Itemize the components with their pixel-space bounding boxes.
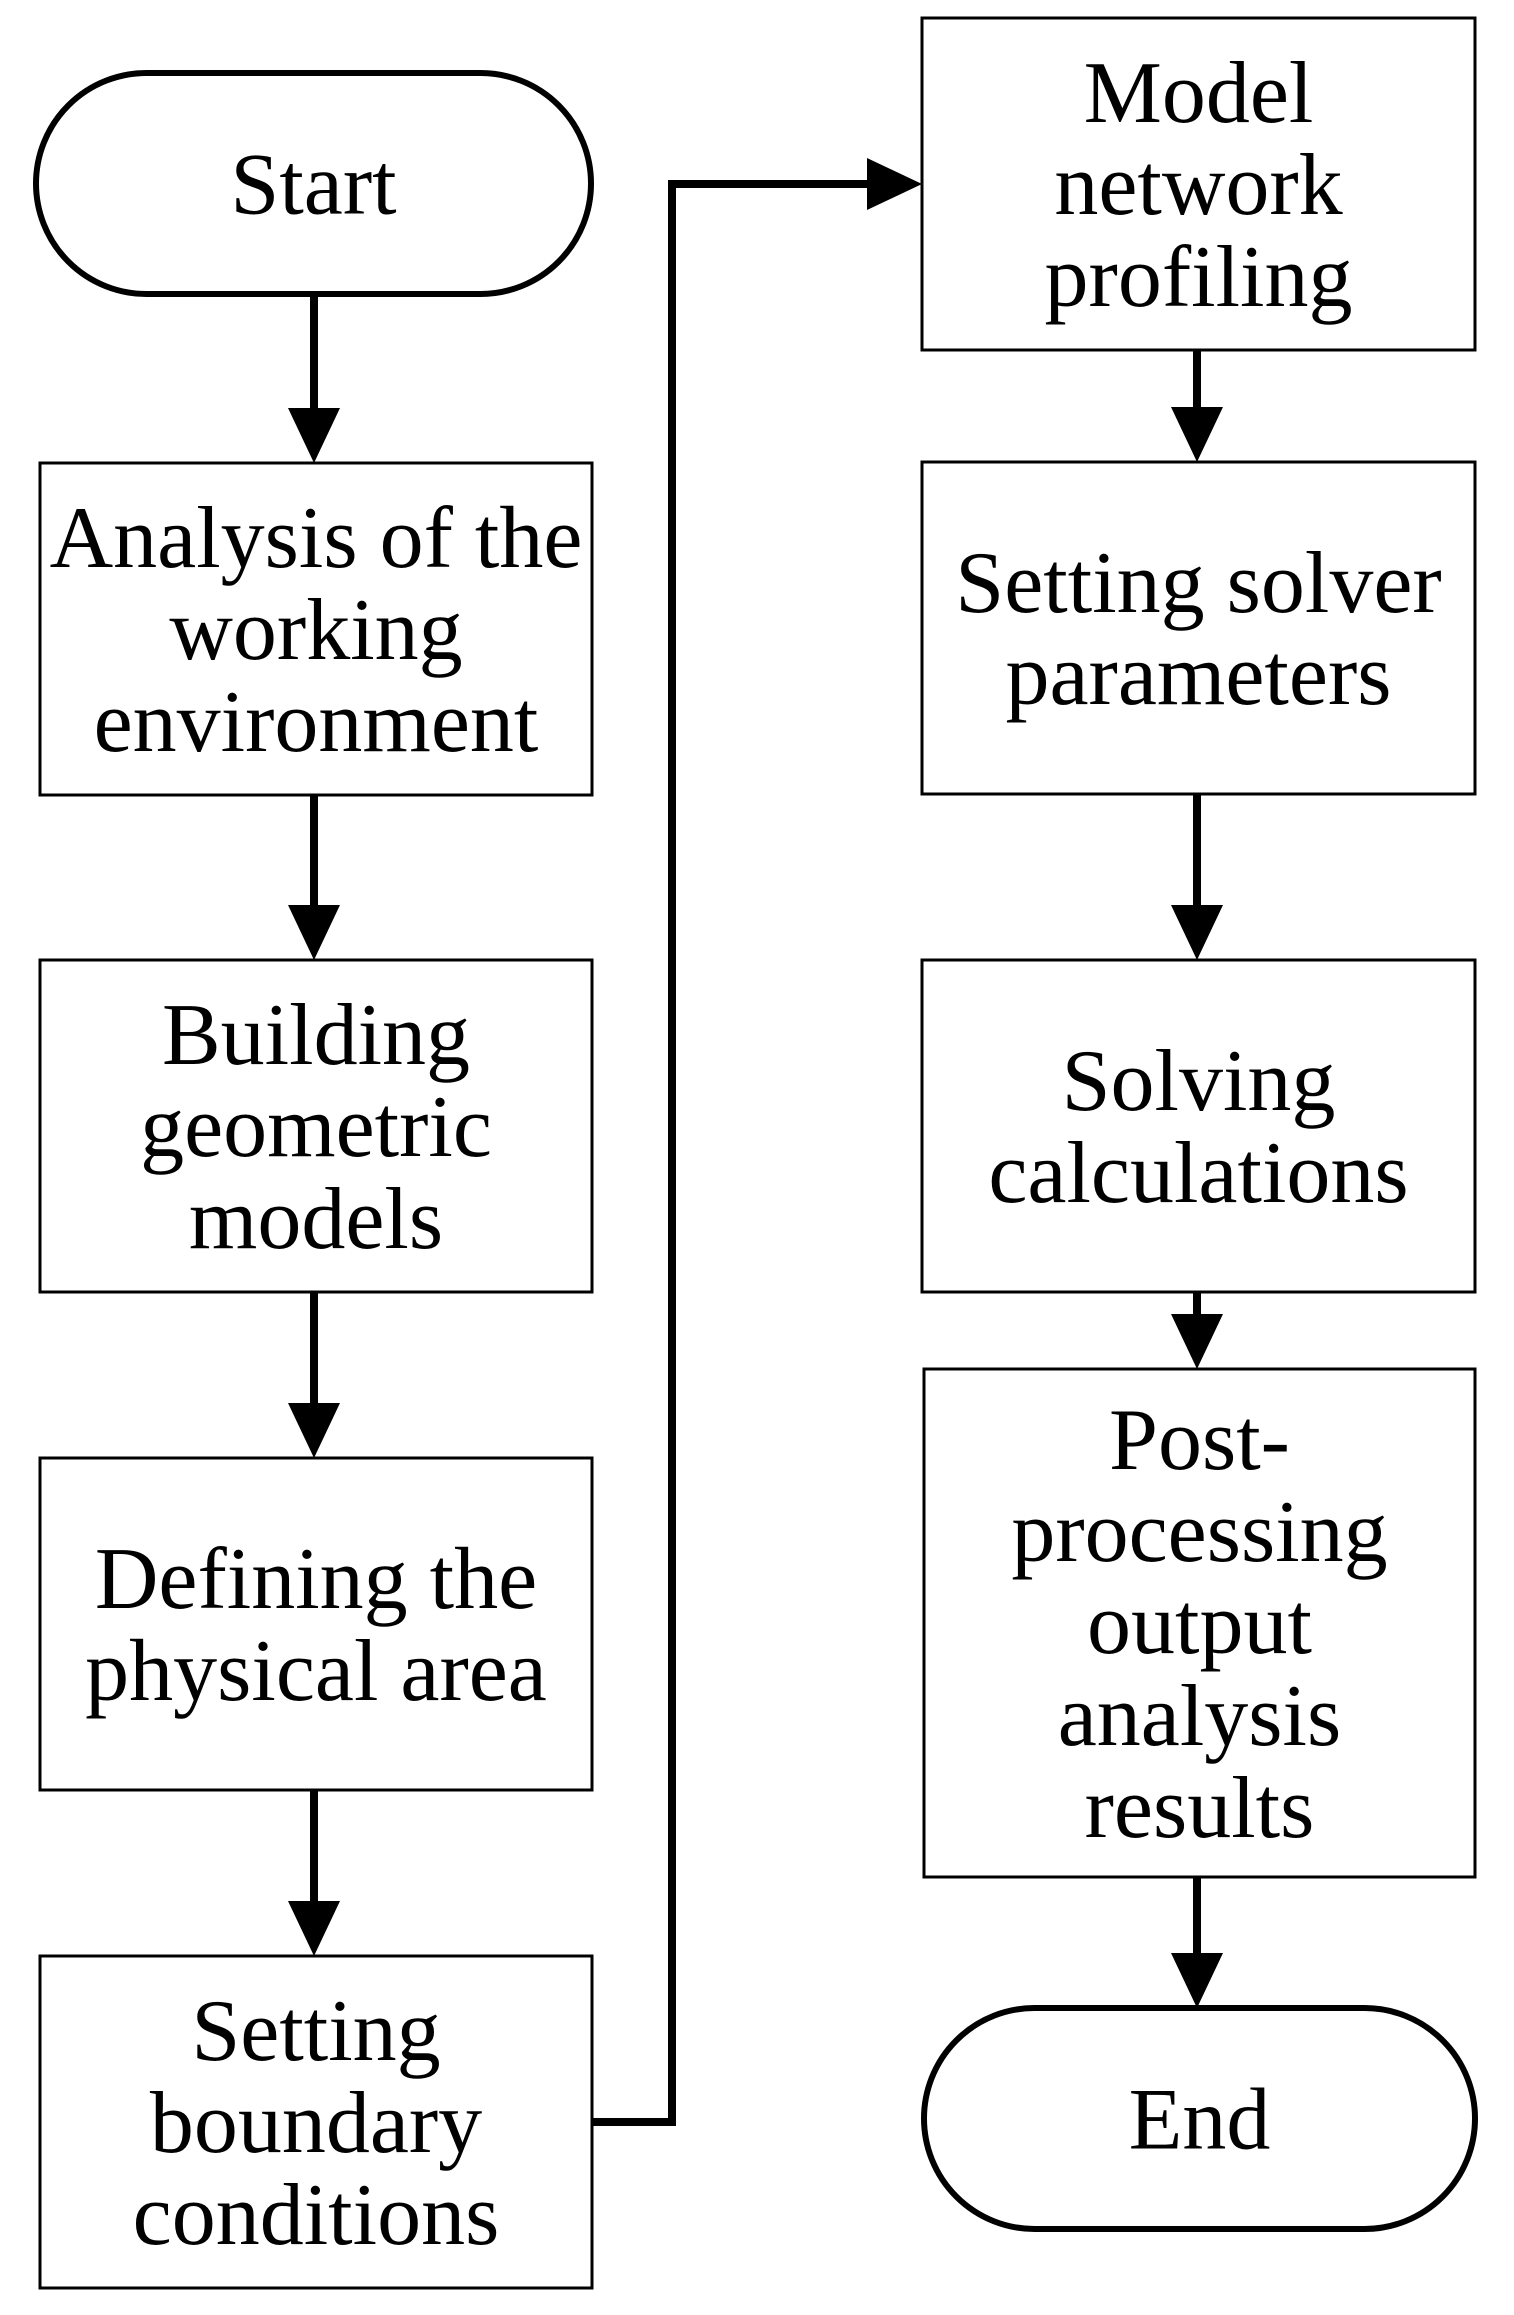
arrowhead-icon bbox=[1171, 1314, 1223, 1369]
arrowhead-icon bbox=[1171, 905, 1223, 960]
solving-label-line: Solving bbox=[1062, 1033, 1336, 1130]
defining-label-line: Defining the bbox=[95, 1531, 537, 1628]
analysis-label-line: Analysis of the bbox=[50, 490, 583, 587]
analysis-label-line: working bbox=[169, 582, 462, 679]
post-process-box bbox=[922, 1367, 1477, 1879]
arrowhead-icon bbox=[1171, 407, 1223, 462]
arrow-solver-to-solving bbox=[1171, 794, 1223, 960]
post-label-line: output bbox=[1087, 1576, 1312, 1673]
arrowhead-icon bbox=[1171, 1953, 1223, 2008]
arrow-solving-to-post bbox=[1171, 1292, 1223, 1369]
solver-label-line: parameters bbox=[1006, 627, 1392, 724]
profiling-label-line: network bbox=[1054, 137, 1342, 234]
boundary-label-line: Setting bbox=[191, 1983, 440, 2080]
post-label-line: Post- bbox=[1109, 1392, 1290, 1489]
post-label-line: analysis bbox=[1058, 1668, 1342, 1765]
arrow-boundary-to-profiling bbox=[592, 158, 922, 2126]
building-label-line: geometric bbox=[140, 1079, 492, 1176]
boundary-label-line: conditions bbox=[133, 2167, 500, 2264]
arrowhead-icon bbox=[288, 1901, 340, 1956]
solving-process-box bbox=[920, 958, 1477, 1294]
arrowhead-icon bbox=[867, 158, 922, 210]
arrow-analysis-to-building bbox=[288, 795, 340, 960]
defining-label-line: physical area bbox=[85, 1623, 547, 1720]
profiling-process-box bbox=[920, 16, 1477, 352]
post-label-line: processing bbox=[1011, 1484, 1387, 1581]
start-terminal-shape bbox=[33, 70, 594, 297]
analysis-process-box bbox=[38, 461, 594, 797]
start-label-line: Start bbox=[230, 137, 396, 234]
end-label-line: End bbox=[1129, 2072, 1271, 2169]
analysis-label-line: environment bbox=[94, 674, 539, 771]
end-node: End bbox=[921, 2005, 1478, 2232]
post-label-line: results bbox=[1085, 1760, 1315, 1857]
connectors bbox=[288, 158, 1223, 2126]
profiling-label-line: profiling bbox=[1045, 229, 1353, 326]
end-terminal-shape bbox=[921, 2005, 1478, 2232]
arrow-post-to-end bbox=[1171, 1877, 1223, 2008]
start-node: Start bbox=[33, 70, 594, 297]
arrow-defining-to-boundary bbox=[288, 1790, 340, 1956]
building-label-line: Building bbox=[162, 987, 470, 1084]
arrowhead-icon bbox=[288, 905, 340, 960]
boundary-label-line: boundary bbox=[150, 2075, 482, 2172]
arrowhead-icon bbox=[288, 408, 340, 463]
connector-line bbox=[592, 180, 867, 2126]
arrowhead-icon bbox=[288, 1403, 340, 1458]
building-label-line: models bbox=[189, 1171, 443, 1268]
solver-process-box bbox=[920, 460, 1477, 796]
solver-label-line: Setting solver bbox=[955, 535, 1441, 632]
boundary-process-box bbox=[38, 1954, 594, 2290]
building-process-box bbox=[38, 958, 594, 1294]
arrow-building-to-defining bbox=[288, 1292, 340, 1458]
arrow-profiling-to-solver bbox=[1171, 350, 1223, 462]
solving-label-line: calculations bbox=[988, 1125, 1408, 1222]
arrow-start-to-analysis bbox=[288, 294, 340, 463]
profiling-label-line: Model bbox=[1084, 45, 1314, 142]
defining-process-box bbox=[38, 1456, 594, 1792]
